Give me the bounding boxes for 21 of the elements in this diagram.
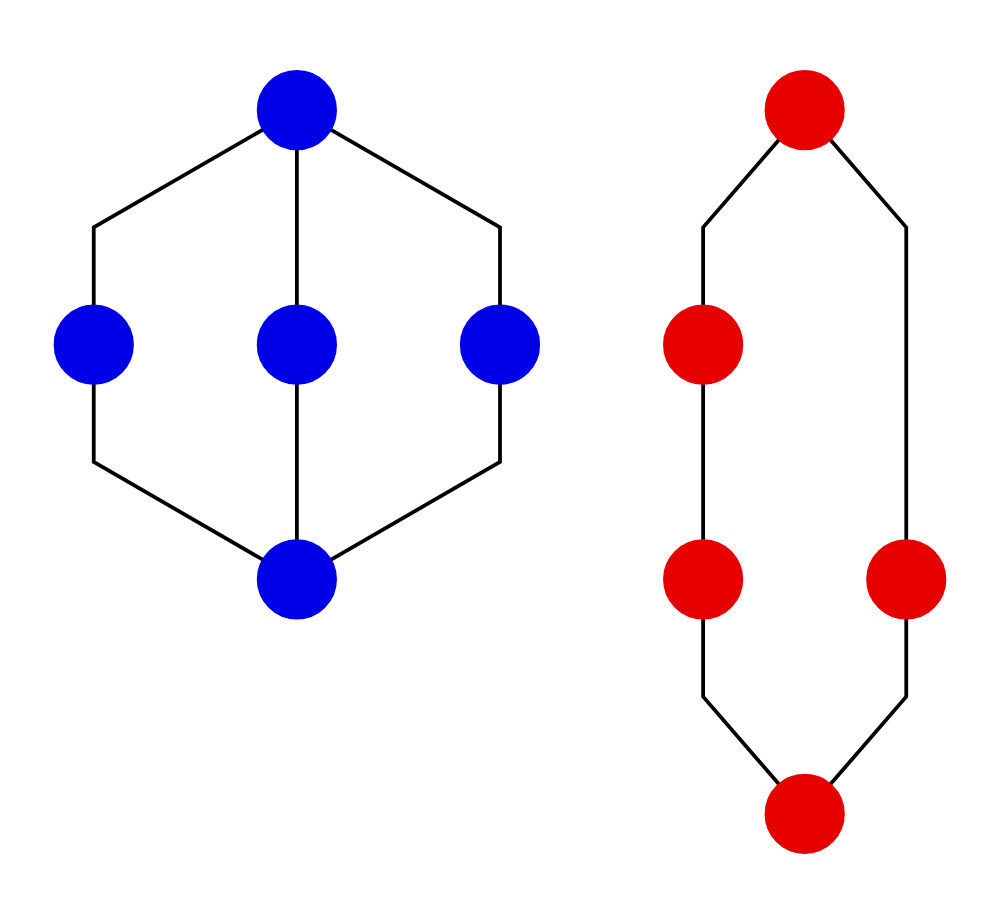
node-circle — [256, 68, 337, 150]
node-circle — [663, 538, 744, 619]
node-circle — [53, 303, 134, 384]
node-circle — [459, 303, 541, 384]
connector — [329, 382, 502, 561]
node-circle — [256, 303, 337, 384]
connector — [91, 126, 265, 306]
connector — [295, 382, 299, 540]
connector — [701, 616, 781, 786]
connector — [701, 136, 781, 306]
node-circle — [866, 538, 947, 619]
node-circle — [256, 538, 337, 619]
connector — [91, 382, 265, 561]
node-circle — [764, 772, 845, 854]
connector — [701, 382, 705, 540]
node-circle — [764, 68, 845, 150]
connector — [329, 126, 502, 306]
connector — [295, 147, 299, 306]
connector — [828, 616, 909, 786]
connector — [828, 136, 909, 540]
node-circle — [663, 303, 744, 384]
